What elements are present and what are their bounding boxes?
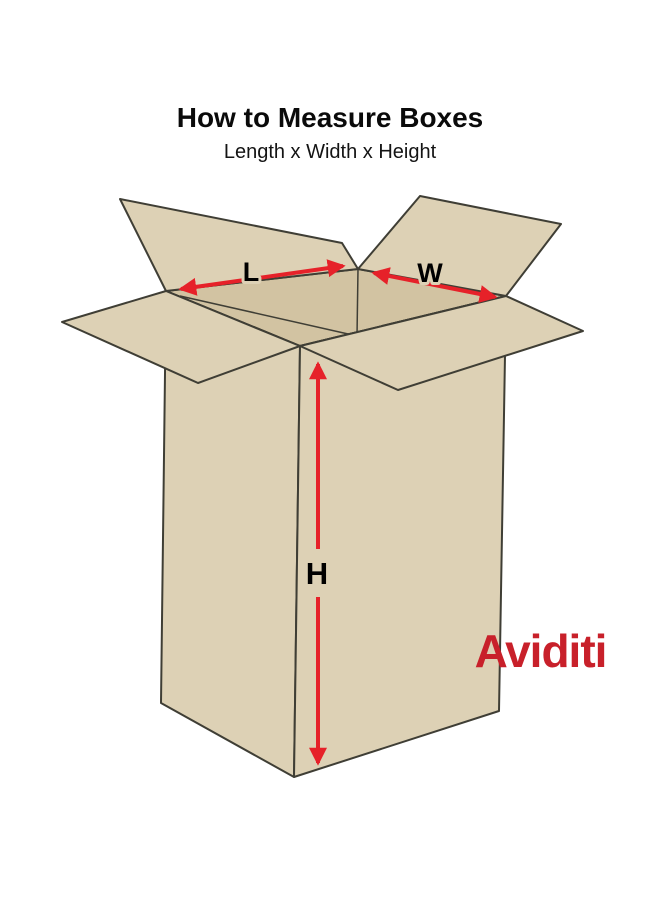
width-label: W — [417, 258, 443, 288]
box-flap-front-left — [61, 290, 301, 384]
length-arrow — [178, 259, 346, 296]
box-inner-left-edge — [179, 295, 358, 337]
measurement-labels: L W H — [240, 254, 447, 594]
page-subtitle: Length x Width x Height — [223, 141, 437, 163]
length-label: L — [243, 257, 260, 287]
box-inner-corner-edge — [356, 268, 359, 337]
brand-logo: Aviditi — [474, 625, 608, 677]
width-arrow — [371, 267, 498, 303]
measurement-arrows — [178, 259, 498, 766]
box-flap-front-right — [299, 295, 584, 391]
page-title: How to Measure Boxes — [176, 102, 484, 133]
height-label: H — [306, 556, 328, 591]
box-illustration — [61, 195, 584, 778]
